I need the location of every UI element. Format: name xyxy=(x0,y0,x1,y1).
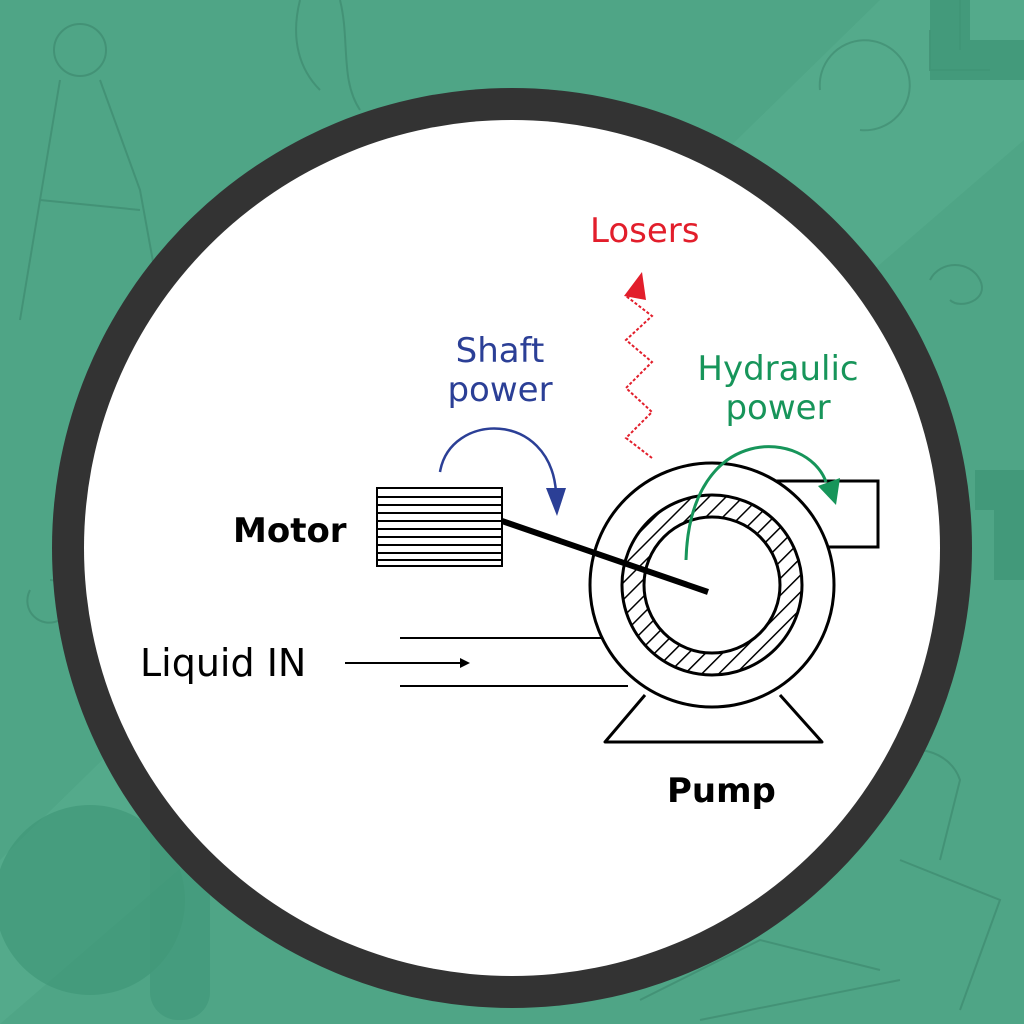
pump-label: Pump xyxy=(667,771,776,811)
losses-zigzag xyxy=(624,295,654,459)
liquid-in-label: Liquid IN xyxy=(140,641,307,685)
motor-block xyxy=(376,487,503,567)
losses-arrowhead xyxy=(624,272,646,300)
motor-label: Motor xyxy=(233,511,347,551)
shaft-power-label: Shaft power xyxy=(447,331,553,411)
pump-base xyxy=(603,694,824,744)
hydraulic-power-label: Hydraulic power xyxy=(697,349,859,429)
shaft xyxy=(501,518,709,595)
inlet-pipe xyxy=(400,637,628,687)
pump-impeller xyxy=(642,515,782,655)
losers-label: Losers xyxy=(590,211,700,251)
hydraulic-power-arrow xyxy=(684,445,828,561)
shaft-power-arrow xyxy=(438,427,558,493)
diagram-disc xyxy=(84,120,940,976)
hydraulic-power-arrowhead xyxy=(818,478,840,505)
shaft-power-arrowhead xyxy=(546,488,566,516)
